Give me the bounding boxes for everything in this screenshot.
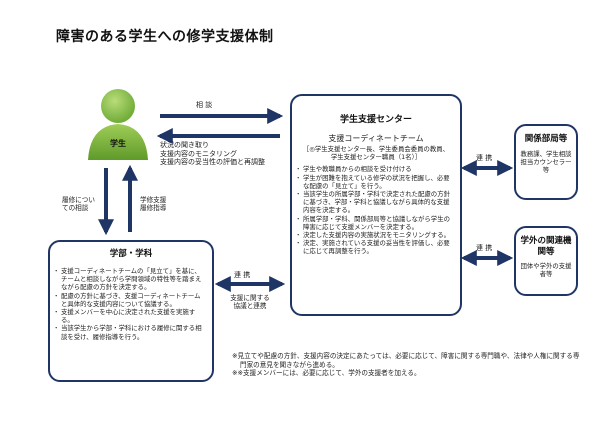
center-members: ［◎学生支援センター長、学生委員会委員の教員、学生支援センター職員（1名）］ — [302, 145, 450, 162]
center-items: 学生や教職員からの相談を受け付ける 学生が困難を抱えている修学の状況を把握し、必… — [292, 161, 460, 255]
footnotes: ※見立てや配慮の方針、支援内容の決定にあたっては、必要に応じて、障害に関する専門… — [232, 352, 582, 378]
list-item: 支援メンバーを中心に決定された支援を実施する。 — [53, 308, 206, 324]
student-label: 学生 — [110, 139, 126, 148]
external-body: 団体や学外の支援者等 — [520, 262, 572, 279]
list-item: 決定、実施されている支援の妥当性を評価し、必要に応じて再調整を行う。 — [295, 239, 454, 255]
list-item: 決定した支援内容の実施状況をモニタリングする。 — [295, 231, 454, 239]
label-line: 履修指導 — [140, 204, 167, 213]
coop-label-dept: 連 携 — [476, 154, 493, 162]
support-center-box: 学生支援センター 支援コーディネートチーム ［◎学生支援センター長、学生委員会委… — [290, 94, 462, 316]
coop-label-bottom: 連 携 — [234, 271, 251, 279]
enrollment-consult-label: 履修につい ての相談 — [62, 196, 95, 213]
label-line: 履修につい — [62, 196, 95, 204]
coop-label-external: 連 携 — [476, 244, 493, 252]
feedback-text: 状況の聞き取り 支援内容のモニタリング 支援内容の妥当性の評価と再調整 — [160, 141, 265, 167]
label-line: 協議と連携 — [233, 302, 267, 311]
list-item: 所属学部・学科、関係部局等と協議しながら学生の障害に応じて支援メンバーを決定する… — [295, 215, 454, 231]
dept-title: 関係部局等 — [524, 134, 568, 144]
external-title: 学外の関連機関等 — [520, 236, 572, 257]
center-title: 学生支援センター — [339, 115, 412, 125]
related-departments-box: 関係部局等 教務課、学生相談担当カウンセラー等 — [514, 124, 578, 200]
label-line: 学修支援 — [140, 196, 167, 204]
list-item: 学生や教職員からの相談を受け付ける — [295, 165, 454, 173]
coop-sub-label: 支援に関する 協議と連携 — [222, 294, 278, 311]
list-item: 当該学生の所属学部・学科で決定された配慮の方針に基づき、学部・学科と協議しながら… — [295, 190, 454, 215]
label-line: ての相談 — [62, 204, 89, 213]
list-item: 学生が困難を抱えている修学の状況を把握し、必要な配慮の「見立て」を行う。 — [295, 174, 454, 190]
label-line: 支援に関する — [230, 294, 270, 302]
student-figure-icon — [88, 89, 148, 160]
faculty-title: 学部・学科 — [109, 249, 153, 259]
faculty-items: 支援コーディネートチームの「見立て」を基に、チームと相談しながら学問領域の特性等… — [50, 259, 212, 341]
external-agencies-box: 学外の関連機関等 団体や学外の支援者等 — [514, 226, 578, 296]
list-item: 支援コーディネートチームの「見立て」を基に、チームと相談しながら学問領域の特性等… — [53, 267, 206, 292]
dept-body: 教務課、学生相談担当カウンセラー等 — [520, 150, 572, 175]
footnote: ※※支援メンバーには、必要に応じて、学外の支援者を加える。 — [232, 369, 421, 378]
list-item: 配慮の方針に基づき、支援コーディネートチームと具体的な支援内容について協議する。 — [53, 292, 206, 308]
list-item: 当該学生から学部・学科における履修に関する相談を受け、履修指導を行う。 — [53, 324, 206, 340]
footnote: ※見立てや配慮の方針、支援内容の決定にあたっては、必要に応じて、障害に関する専門… — [232, 352, 580, 369]
feedback-line: 支援内容の妥当性の評価と再調整 — [160, 158, 265, 167]
consult-label: 相 談 — [196, 101, 213, 109]
center-subtitle: 支援コーディネートチーム — [328, 134, 424, 143]
feedback-line: 支援内容のモニタリング — [160, 149, 237, 158]
study-support-label: 学修支援 履修指導 — [140, 196, 166, 213]
feedback-line: 状況の聞き取り — [160, 141, 209, 149]
faculty-box: 学部・学科 支援コーディネートチームの「見立て」を基に、チームと相談しながら学問… — [48, 240, 214, 382]
page-title: 障害のある学生への修学支援体制 — [56, 29, 274, 45]
